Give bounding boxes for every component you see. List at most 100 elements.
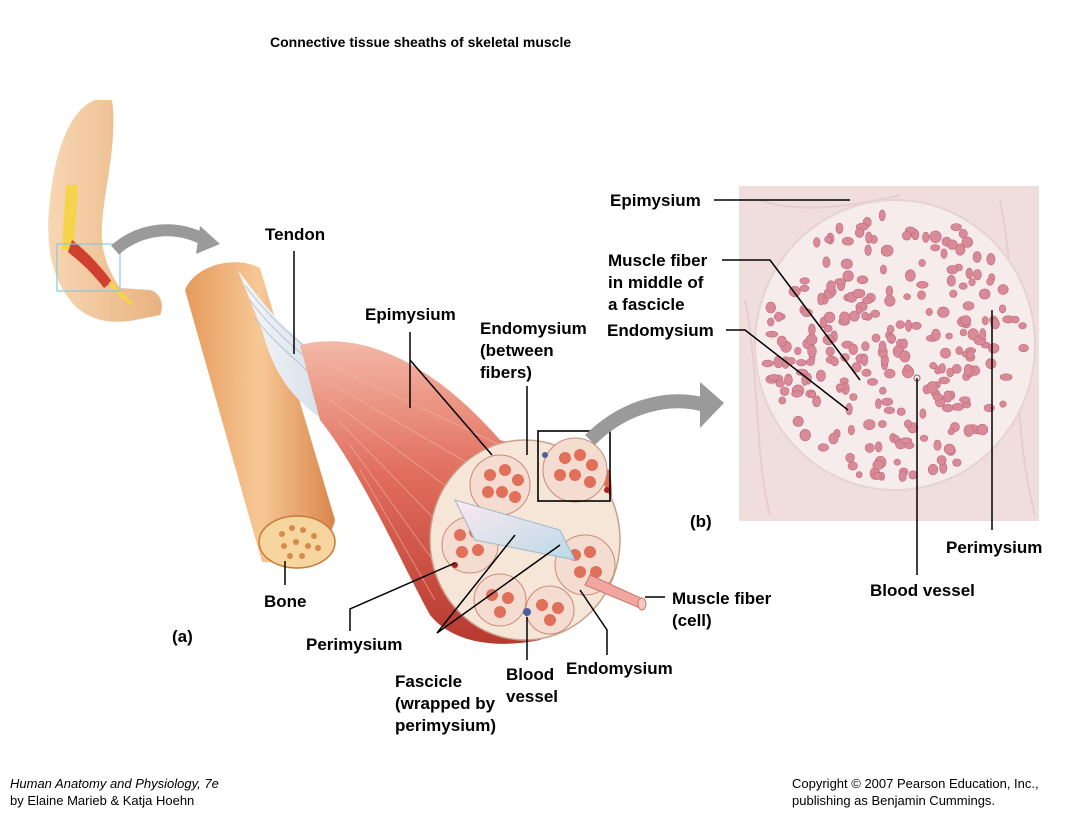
label-blood-vessel-a: Blood vessel [506, 665, 558, 706]
micrograph-fiber [942, 404, 954, 413]
micrograph-fiber [929, 362, 938, 370]
micrograph-fiber [931, 328, 941, 341]
micrograph-fiber [884, 368, 896, 379]
micrograph-fiber [899, 350, 911, 363]
micrograph-fiber [972, 251, 982, 263]
micrograph-fiber [936, 455, 947, 465]
micrograph-fiber [926, 381, 938, 394]
micrograph-fiber [946, 239, 958, 250]
micrograph-fiber [854, 228, 865, 238]
micrograph-fiber [938, 363, 946, 374]
micrograph-fiber [822, 256, 831, 268]
micrograph-fiber [900, 338, 908, 349]
micrograph-fiber [963, 364, 973, 377]
micrograph-fiber [949, 289, 958, 298]
micrograph-fiber [958, 229, 968, 239]
micrograph-fiber [901, 230, 912, 241]
footer-copyright: Copyright © 2007 Pearson Education, Inc.… [792, 776, 1039, 791]
micrograph-fiber [999, 400, 1007, 408]
micrograph-fiber [799, 277, 810, 285]
micrograph-fiber [1011, 315, 1020, 324]
micrograph-fiber [990, 318, 1000, 330]
micrograph-fiber [795, 368, 808, 376]
micrograph-fiber [1018, 344, 1029, 353]
micrograph-fiber [918, 259, 926, 267]
micrograph-fiber [925, 308, 933, 316]
micrograph-fiber [779, 386, 790, 396]
micrograph-fiber [886, 324, 895, 334]
micrograph-fiber [791, 390, 803, 398]
micrograph-fiber [861, 311, 869, 321]
micrograph-fiber [965, 267, 973, 280]
micrograph-fiber [959, 396, 971, 404]
footer-publisher: publishing as Benjamin Cummings. [792, 793, 996, 808]
label-muscle-fiber-cell: Muscle fiber (cell) [672, 589, 772, 630]
micrograph-fiber [870, 309, 881, 318]
label-epimysium-a: Epimysium [365, 305, 456, 324]
micrograph-fiber [874, 441, 883, 453]
micrograph-fiber [929, 230, 942, 244]
micrograph-fiber [898, 470, 907, 482]
label-endomysium-between: Endomysium (between fibers) [480, 319, 587, 382]
micrograph-fiber [765, 301, 776, 314]
micrograph-fiber [799, 429, 811, 442]
micrograph-fiber [908, 470, 918, 480]
micrograph-fiber [864, 443, 875, 453]
micrograph-fiber [865, 231, 873, 244]
micrograph-fiber [852, 288, 866, 299]
micrograph-fiber [824, 235, 833, 244]
micrograph-fiber [765, 330, 778, 338]
micrograph-fiber [1018, 322, 1027, 330]
micrograph-fiber [851, 362, 862, 373]
micrograph-fiber [778, 396, 787, 405]
micrograph-fiber [776, 335, 787, 347]
micrograph-fiber [895, 320, 905, 329]
panel-b-tag: (b) [690, 512, 712, 531]
micrograph-fiber [794, 347, 802, 356]
micrograph-fiber [812, 395, 821, 408]
label-bone: Bone [264, 592, 307, 611]
bone-illustration [185, 262, 336, 569]
footer-authors: by Elaine Marieb & Katja Hoehn [10, 793, 195, 808]
micrograph-fiber [817, 292, 825, 306]
micrograph-fiber [885, 285, 894, 297]
micrograph-fiber [884, 295, 896, 307]
micrograph-fiber [927, 464, 939, 476]
zoom-arrowhead-b [700, 382, 724, 428]
micrograph-fiber [808, 323, 816, 336]
footer-right: Copyright © 2007 Pearson Education, Inc.… [792, 775, 1039, 809]
micrograph-fiber [805, 358, 815, 366]
micrograph-fiber [861, 341, 870, 352]
label-perimysium-b: Perimysium [946, 538, 1043, 557]
micrograph-fiber [893, 458, 901, 466]
micrograph-fiber [878, 340, 887, 353]
micrograph-fiber [774, 311, 783, 322]
micrograph-fiber [856, 275, 869, 285]
micrograph-fiber [950, 223, 962, 231]
footer-book: Human Anatomy and Physiology, 7e [10, 776, 219, 791]
micrograph-fiber [849, 393, 858, 401]
micrograph-fiber [816, 369, 826, 382]
leader-lines [284, 199, 993, 660]
micrograph-fiber [835, 383, 846, 391]
label-tendon: Tendon [265, 225, 326, 244]
micrograph-fiber [960, 315, 972, 326]
micrograph-fiber [962, 301, 975, 311]
figure-title: Connective tissue sheaths of skeletal mu… [270, 34, 572, 50]
zoom-arrowhead-a [196, 226, 220, 254]
micrograph-fiber [946, 367, 955, 378]
micrograph-fiber [976, 423, 989, 436]
micrograph-fiber [943, 390, 953, 403]
micrograph-fiber [796, 359, 807, 367]
micrograph-fiber [937, 306, 950, 318]
micrograph-fiber [875, 398, 882, 410]
micrograph-fiber [917, 290, 926, 300]
micrograph-fiber [986, 253, 996, 266]
micrograph-fiber [830, 356, 839, 367]
micrograph-fiber [872, 472, 883, 480]
zoom-arrow-b [585, 394, 707, 446]
micrograph-fiber [823, 311, 836, 324]
micrograph-fiber [761, 359, 774, 368]
micrograph-fiber [768, 374, 780, 382]
micrograph-fiber [981, 316, 989, 326]
